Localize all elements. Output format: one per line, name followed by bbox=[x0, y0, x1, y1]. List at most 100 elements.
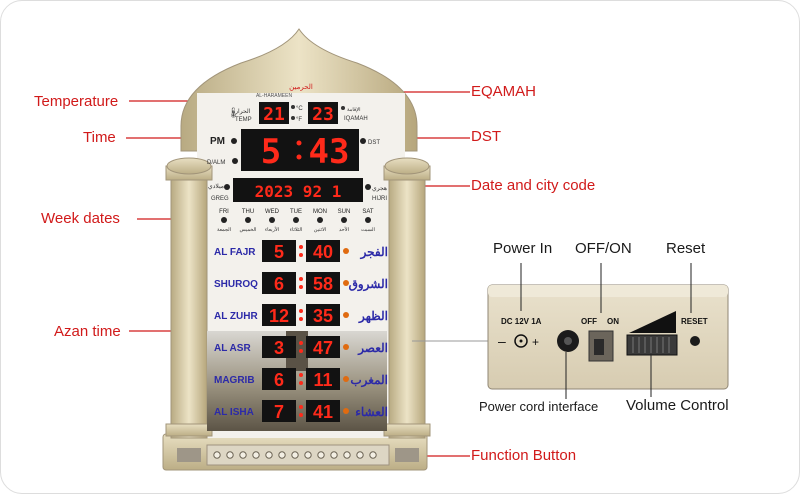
function-button[interactable] bbox=[291, 451, 299, 459]
prayer-minutes-panel bbox=[306, 272, 340, 294]
weekday-indicator bbox=[293, 217, 299, 223]
function-button[interactable] bbox=[213, 451, 221, 459]
function-button[interactable] bbox=[252, 451, 260, 459]
function-button[interactable] bbox=[265, 451, 273, 459]
eqamah-value: 23 bbox=[312, 104, 334, 125]
off-label: OFF bbox=[581, 317, 597, 326]
prayer-hours-panel bbox=[262, 336, 296, 358]
weekday-indicator bbox=[365, 217, 371, 223]
prayer-hours: 12 bbox=[269, 306, 289, 326]
eqamah-label-arabic: الإقامة bbox=[347, 107, 361, 113]
prayer-minutes: 11 bbox=[313, 370, 332, 390]
brand-english: AL-HARAMEEN bbox=[256, 93, 293, 99]
prayer-minutes-panel bbox=[306, 304, 340, 326]
colon-dot bbox=[299, 373, 303, 377]
function-button[interactable] bbox=[239, 451, 247, 459]
weekday-arabic: الاثنين bbox=[314, 227, 326, 233]
prayer-hours: 6 bbox=[274, 274, 284, 294]
prayer-minutes-panel bbox=[306, 240, 340, 262]
weekday-arabic: الجمعة bbox=[217, 227, 231, 233]
prayer-indicator bbox=[343, 312, 349, 318]
weekday-arabic: الثلاثاء bbox=[290, 227, 303, 233]
prayer-hours-panel bbox=[262, 400, 296, 422]
time-display: PM D/ALM 5 43 DST bbox=[207, 129, 380, 172]
function-button[interactable] bbox=[330, 451, 338, 459]
reset-label: RESET bbox=[681, 317, 708, 326]
callout-power-in: Power In bbox=[493, 240, 553, 257]
callout-off-on: OFF/ON bbox=[575, 240, 632, 257]
prayer-hours: 5 bbox=[274, 242, 284, 262]
weekday-indicator bbox=[245, 217, 251, 223]
minus-sign: – bbox=[498, 333, 506, 349]
weekday-label: MON bbox=[313, 209, 327, 215]
function-button[interactable] bbox=[226, 451, 234, 459]
prayer-indicator bbox=[343, 248, 349, 254]
prayer-minutes-panel bbox=[306, 336, 340, 358]
callout-time: Time bbox=[83, 129, 116, 146]
function-button[interactable] bbox=[304, 451, 312, 459]
function-button[interactable] bbox=[317, 451, 325, 459]
weekday-indicator bbox=[317, 217, 323, 223]
temp-label-english: TEMP bbox=[235, 117, 252, 123]
prayer-hours: 3 bbox=[274, 338, 284, 358]
callout-azan-time: Azan time bbox=[54, 323, 121, 340]
prayer-minutes: 40 bbox=[313, 242, 333, 262]
function-button[interactable] bbox=[369, 451, 377, 459]
time-minutes: 43 bbox=[309, 132, 350, 172]
hijri-label-english: HIJRI bbox=[372, 196, 387, 202]
reset-button[interactable] bbox=[690, 336, 700, 346]
weekday-indicator bbox=[221, 217, 227, 223]
weekday-arabic: الخميس bbox=[240, 227, 257, 233]
prayer-minutes-panel bbox=[306, 368, 340, 390]
date-display: ميلادي GREG 2023 92 1 هجري HIJRI bbox=[208, 178, 387, 202]
weekday-indicator bbox=[341, 217, 347, 223]
weekday-label: FRI bbox=[219, 209, 229, 215]
prayer-indicator bbox=[343, 408, 349, 414]
greg-label-arabic: ميلادي bbox=[208, 183, 224, 190]
colon-dot bbox=[299, 405, 303, 409]
weekday-label: WED bbox=[265, 209, 280, 215]
prayer-hours-panel bbox=[262, 304, 296, 326]
weekday-indicator bbox=[269, 217, 275, 223]
callout-week-dates: Week dates bbox=[41, 210, 120, 227]
prayer-name-arabic: الشروق bbox=[349, 277, 388, 292]
colon-dot bbox=[299, 341, 303, 345]
callout-reset: Reset bbox=[666, 240, 706, 257]
colon-dot bbox=[299, 317, 303, 321]
date-value: 2023 92 1 bbox=[255, 182, 342, 201]
prayer-hours-panel bbox=[262, 240, 296, 262]
dst-label: DST bbox=[368, 140, 380, 146]
colon-dot bbox=[299, 285, 303, 289]
function-button[interactable] bbox=[278, 451, 286, 459]
weekday-arabic: الأربعاء bbox=[265, 225, 279, 233]
prayer-name-arabic: العصر bbox=[357, 341, 388, 356]
colon-dot bbox=[299, 309, 303, 313]
callout-volume-control: Volume Control bbox=[626, 397, 729, 414]
prayer-minutes: 58 bbox=[313, 274, 333, 294]
callout-power-cord: Power cord interface bbox=[479, 399, 599, 414]
prayer-minutes: 35 bbox=[313, 306, 333, 326]
brand-arabic: الحرمين bbox=[289, 83, 313, 91]
colon-dot bbox=[299, 253, 303, 257]
callout-function-button: Function Button bbox=[471, 447, 577, 464]
prayer-hours: 7 bbox=[274, 402, 284, 422]
function-button[interactable] bbox=[343, 451, 351, 459]
function-button[interactable] bbox=[356, 451, 364, 459]
right-vent bbox=[395, 448, 419, 462]
weekday-label: SAT bbox=[362, 209, 374, 215]
prayer-hours-panel bbox=[262, 272, 296, 294]
dalm-label: D/ALM bbox=[207, 160, 225, 166]
prayer-name-arabic: العشاء bbox=[355, 405, 388, 419]
prayer-minutes: 47 bbox=[313, 338, 333, 358]
unit-celsius: °C bbox=[296, 106, 303, 112]
prayer-indicator bbox=[343, 280, 349, 286]
prayer-name: SHUROQ bbox=[214, 279, 258, 290]
colon-dot bbox=[299, 245, 303, 249]
prayer-hours: 6 bbox=[274, 370, 284, 390]
on-label: ON bbox=[607, 317, 619, 326]
temp-value: 21 bbox=[263, 104, 285, 125]
temp-label-arabic: الحرارة bbox=[232, 108, 251, 115]
prayer-name: AL FAJR bbox=[214, 247, 256, 258]
